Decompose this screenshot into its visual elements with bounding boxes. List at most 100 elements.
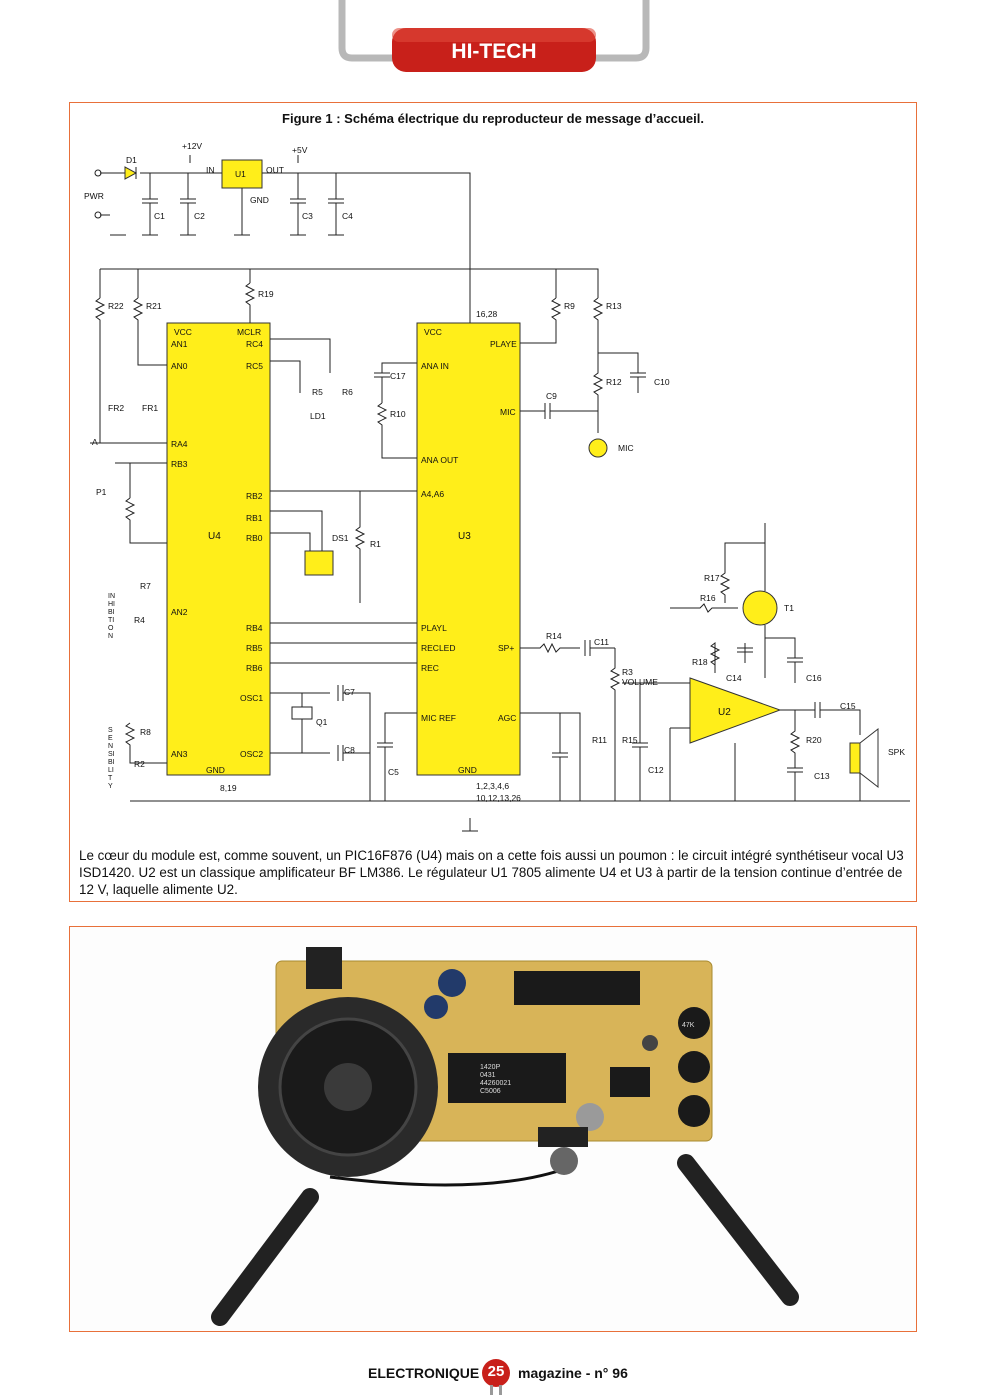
chip-text-1: 1420P <box>480 1064 501 1071</box>
label-c5: C5 <box>388 767 399 777</box>
label-r22: R22 <box>108 301 124 311</box>
ic-u3 <box>416 322 521 776</box>
u4-pin-mclr: MCLR <box>237 327 262 337</box>
u4-pin-rc4: RC4 <box>246 339 264 349</box>
label-r12: R12 <box>606 377 622 387</box>
u4-pin-ra4: RA4 <box>171 439 188 449</box>
u3-pin-mic: MIC <box>500 407 516 417</box>
footer-page-number: 25 <box>487 1363 505 1380</box>
page-footer: ELECTRONIQUE 25 magazine - n° 96 <box>0 1355 989 1395</box>
transistor-t1 <box>742 590 778 626</box>
label-out: OUT <box>266 165 284 175</box>
label-r2: R2 <box>134 759 145 769</box>
label-plus5: +5V <box>292 145 308 155</box>
u4-pin-rb0: RB0 <box>246 533 263 543</box>
label-plus12: +12V <box>182 141 203 151</box>
u3-gnd-pins-2: 10,12,13,26 <box>476 793 521 803</box>
potentiometer-r3 <box>609 648 621 801</box>
u4-pin-rc5: RC5 <box>246 361 264 371</box>
u4-pin-osc1: OSC1 <box>240 693 264 703</box>
label-r9: R9 <box>564 301 575 311</box>
label-c15: C15 <box>840 701 856 711</box>
u4-pin-vcc: VCC <box>174 327 192 337</box>
resistor-r7 <box>124 497 167 544</box>
label-c3: C3 <box>302 211 313 221</box>
label-r18: R18 <box>692 657 708 667</box>
u4-pin-an0: AN0 <box>171 361 188 371</box>
resistor-r8 <box>124 722 167 764</box>
u4-pin-an2: AN2 <box>171 607 188 617</box>
u4-name: U4 <box>208 531 221 542</box>
u4-pin-rb1: RB1 <box>246 513 263 523</box>
u4-pin-rb3: RB3 <box>171 459 188 469</box>
label-ld1: LD1 <box>310 411 326 421</box>
label-r17: R17 <box>704 573 720 583</box>
dc-jack <box>306 947 342 989</box>
u3-pin-micref: MIC REF <box>421 713 456 723</box>
label-u1: U1 <box>235 169 246 179</box>
label-r10: R10 <box>390 409 406 419</box>
section-header: HI-TECH <box>338 0 650 84</box>
label-fr1: FR1 <box>142 403 159 413</box>
label-c17: C17 <box>390 371 406 381</box>
u3-pin-rec: REC <box>421 663 439 673</box>
u3-pin-playe: PLAYE <box>490 339 517 349</box>
u3-pin-ana-in: ANA IN <box>421 361 449 371</box>
label-r15: R15 <box>622 735 638 745</box>
u4-pin-an3: AN3 <box>171 749 188 759</box>
label-t1: T1 <box>784 603 794 613</box>
label-r19: R19 <box>258 289 274 299</box>
label-u1-gnd: GND <box>250 195 269 205</box>
label-d1: D1 <box>126 155 137 165</box>
resistor-r10 <box>376 402 417 459</box>
label-c8: C8 <box>344 745 355 755</box>
resistor-r19 <box>244 282 256 323</box>
u3-pin-vcc: VCC <box>424 327 442 337</box>
u3-pin-a4a6: A4,A6 <box>421 489 445 499</box>
figure-title: Figure 1 : Schéma électrique du reproduc… <box>282 111 704 126</box>
u3-pin-playl: PLAYL <box>421 623 447 633</box>
label-volume: VOLUME <box>622 677 658 687</box>
label-c4: C4 <box>342 211 353 221</box>
label-c13: C13 <box>814 771 830 781</box>
label-r6: R6 <box>342 387 353 397</box>
label-in: IN <box>206 165 215 175</box>
diode-d1 <box>124 166 138 180</box>
figure-box: Figure 1 : Schéma électrique du reproduc… <box>69 102 917 902</box>
label-spk: SPK <box>888 747 906 757</box>
label-q1: Q1 <box>316 717 328 727</box>
label-sensibility: SENSIBILITY <box>108 727 115 790</box>
label-c10: C10 <box>654 377 670 387</box>
label-r1: R1 <box>370 539 381 549</box>
label-c11: C11 <box>594 637 609 647</box>
label-r16: R16 <box>700 593 716 603</box>
label-c1: C1 <box>154 211 165 221</box>
u4-pin-rb4: RB4 <box>246 623 263 633</box>
resistor-r21 <box>132 297 167 366</box>
pcb-photo: 1420P 0431 44260021 C5006 47K <box>69 926 917 1332</box>
ic-u4-photo <box>514 971 640 1005</box>
resistor-r9 <box>520 297 562 344</box>
label-r5: R5 <box>312 387 323 397</box>
chip-text-3: 44260021 <box>480 1080 511 1087</box>
u3-name: U3 <box>458 531 471 542</box>
button-photo <box>538 1127 588 1147</box>
u4-pin-rb5: RB5 <box>246 643 263 653</box>
u3-gnd: GND <box>458 765 477 775</box>
label-c7: C7 <box>344 687 355 697</box>
label-u2: U2 <box>718 707 731 718</box>
label-c12: C12 <box>648 765 664 775</box>
section-label: HI-TECH <box>451 40 536 63</box>
capacitor-c9 <box>520 403 598 419</box>
label-r11: R11 <box>592 735 607 745</box>
label-c9: C9 <box>546 391 557 401</box>
label-r7: R7 <box>140 581 151 591</box>
trimmer-label: 47K <box>682 1022 695 1029</box>
label-r4: R4 <box>134 615 145 625</box>
label-c2: C2 <box>194 211 205 221</box>
resistor-r22 <box>94 297 160 444</box>
resistor-r1 <box>354 491 366 603</box>
label-r20: R20 <box>806 735 822 745</box>
mic-element <box>588 438 608 458</box>
display-ds1 <box>304 550 334 576</box>
